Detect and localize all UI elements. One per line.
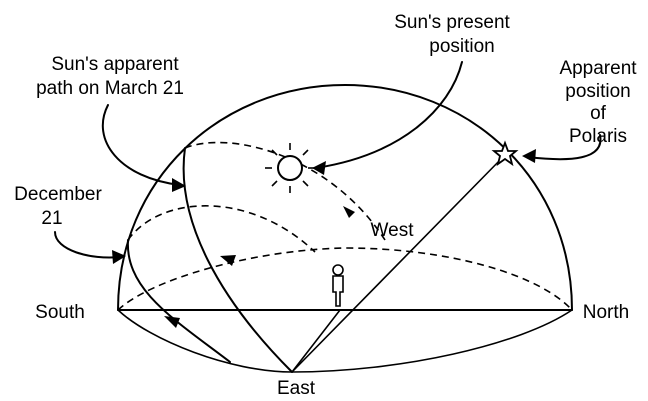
sun-icon	[265, 143, 315, 193]
december-label-2: 21	[41, 208, 62, 229]
december-callout	[54, 231, 121, 259]
march-label-2: path on March 21	[36, 78, 184, 99]
sky-dome	[117, 84, 573, 311]
polaris-star-icon	[491, 140, 519, 167]
december-label-1: December	[14, 184, 102, 205]
observer-to-east-line	[291, 309, 341, 373]
east-to-polaris-line	[291, 154, 506, 373]
polaris-label-4: Polaris	[569, 126, 627, 147]
polaris-label-1: Apparent	[559, 58, 637, 79]
sun-present-callout	[315, 61, 463, 169]
polaris-label-2: position	[565, 81, 631, 102]
horizon-front	[117, 309, 573, 373]
sun-present-callout-head	[312, 161, 326, 175]
south-label: South	[35, 302, 85, 323]
north-label: North	[583, 302, 629, 323]
west-label: West	[371, 220, 415, 241]
march-path-arrow	[220, 255, 236, 266]
december-path-arrow	[164, 316, 180, 328]
march-callout-head	[172, 178, 186, 192]
march-callout	[101, 104, 181, 186]
east-label: East	[277, 378, 316, 399]
december-path-back	[127, 205, 316, 253]
december-callout-head	[112, 250, 126, 264]
sun-present-label-1: Sun's present	[394, 12, 510, 33]
polaris-label-3: of	[590, 103, 607, 124]
polaris-callout	[527, 134, 602, 161]
polaris-callout-head	[522, 149, 536, 163]
march-path-back	[184, 141, 386, 241]
march-label-1: Sun's apparent	[51, 54, 179, 75]
sun-motion-arrow	[343, 206, 355, 218]
horizon-back	[117, 247, 573, 311]
observer-figure	[332, 264, 344, 307]
december-path-front	[126, 239, 231, 363]
march-path-front	[182, 147, 293, 373]
sun-present-label-2: position	[429, 36, 495, 57]
